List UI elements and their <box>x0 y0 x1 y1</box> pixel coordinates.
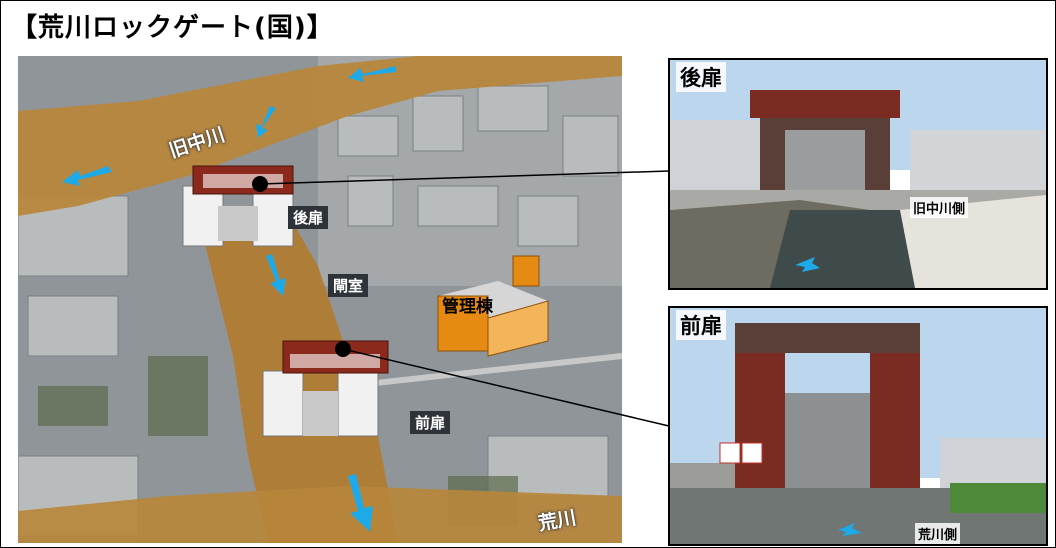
arakawa-river <box>18 486 622 543</box>
rear-gate-label: 後扉 <box>288 206 329 229</box>
aerial-map-svg <box>18 56 622 543</box>
management-building-shape <box>437 255 549 357</box>
old-nakagawa-river <box>18 56 622 216</box>
front-side-label: 荒川側 <box>915 523 961 544</box>
front-gate-photo-title: 前扉 <box>676 310 726 340</box>
rear-gate-marker <box>252 176 268 192</box>
city-blocks <box>18 85 619 537</box>
rear-side-label: 旧中川側 <box>910 197 969 218</box>
front-gate-marker <box>335 341 351 357</box>
rear-gate-photo-title: 後扉 <box>676 62 726 92</box>
aerial-illustration: 旧中川 後扉 閘室 管理棟 前扉 荒川 <box>18 56 622 543</box>
rear-gate-structure <box>182 165 294 247</box>
front-gate-label: 前扉 <box>410 411 451 434</box>
front-gate-photo: 前扉 荒川側 <box>668 306 1048 546</box>
green-areas <box>38 356 518 526</box>
management-building-label: 管理棟 <box>442 297 493 317</box>
page-title: 【荒川ロックゲート(国)】 <box>11 13 334 43</box>
chamber-label: 閘室 <box>328 274 369 297</box>
flow-arrows <box>62 66 396 532</box>
rear-gate-photo: 後扉 旧中川側 <box>668 58 1048 290</box>
